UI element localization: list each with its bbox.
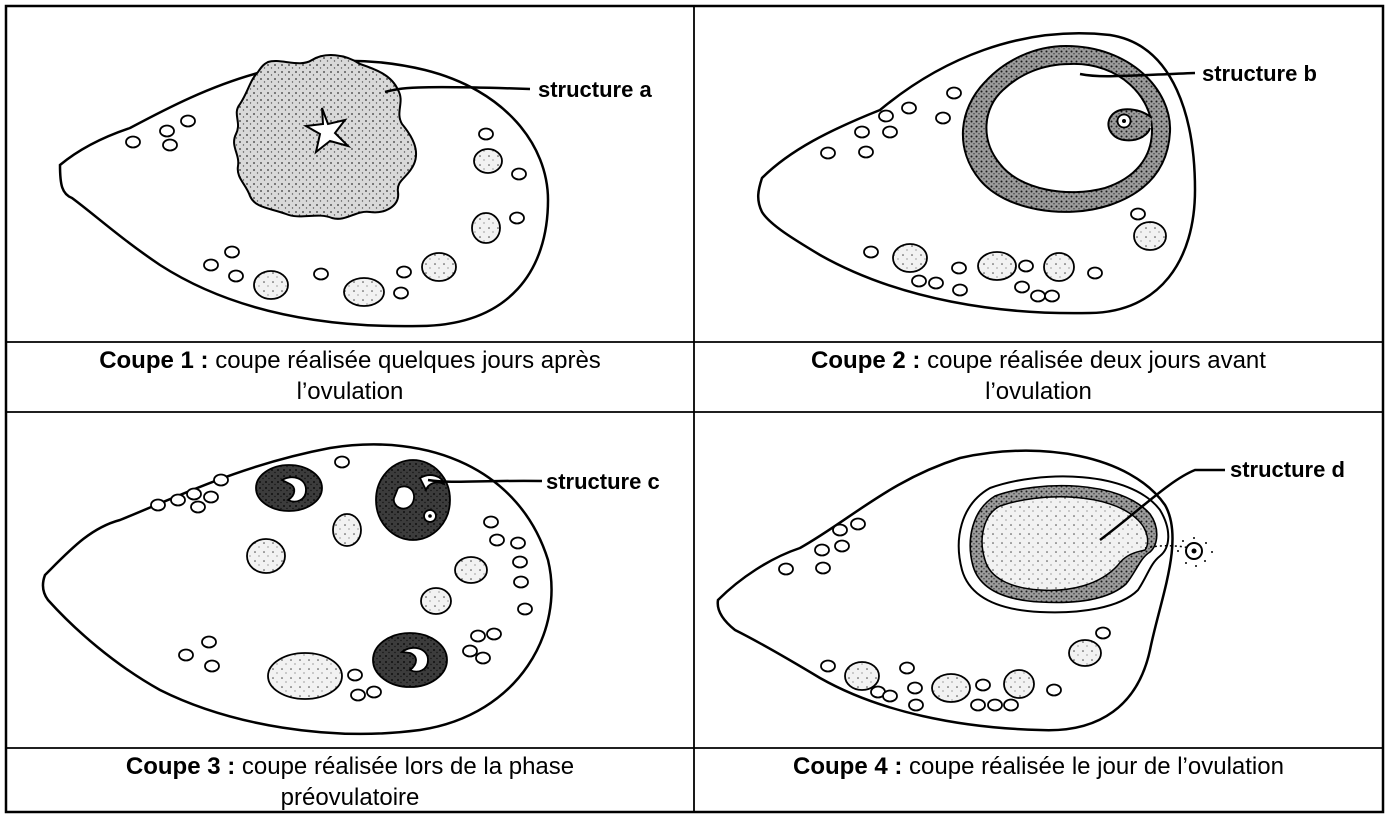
label-structure-b: structure b [1202,61,1317,86]
caption-1-text-line2: l’ovulation [10,376,690,407]
caption-3: Coupe 3 : coupe réalisée lors de la phas… [10,751,690,813]
caption-1-text: coupe réalisée quelques jours après [215,347,601,374]
caption-3-title: Coupe 3 : [126,753,235,780]
caption-2-title: Coupe 2 : [811,347,920,374]
caption-2-text-line2: l’ovulation [698,376,1379,407]
caption-3-text-line2: préovulatoire [10,782,690,813]
label-structure-d: structure d [1230,457,1345,482]
label-line-c [428,480,542,482]
caption-1-title: Coupe 1 : [99,347,208,374]
caption-4: Coupe 4 : coupe réalisée le jour de l’ov… [698,751,1379,782]
caption-2-text: coupe réalisée deux jours avant [927,347,1266,374]
caption-1: Coupe 1 : coupe réalisée quelques jours … [10,345,690,407]
panel-3-ovary: structure c [43,444,660,733]
caption-3-text: coupe réalisée lors de la phase [242,753,574,780]
panel-1-ovary: structure a [60,55,652,326]
label-structure-c: structure c [546,469,660,494]
caption-4-text: coupe réalisée le jour de l’ovulation [909,753,1284,780]
panel-2-ovary: structure b [758,33,1317,313]
caption-2: Coupe 2 : coupe réalisée deux jours avan… [698,345,1379,407]
panel-4-ovary: structure d [718,451,1345,731]
caption-4-title: Coupe 4 : [793,753,902,780]
label-structure-a: structure a [538,77,652,102]
